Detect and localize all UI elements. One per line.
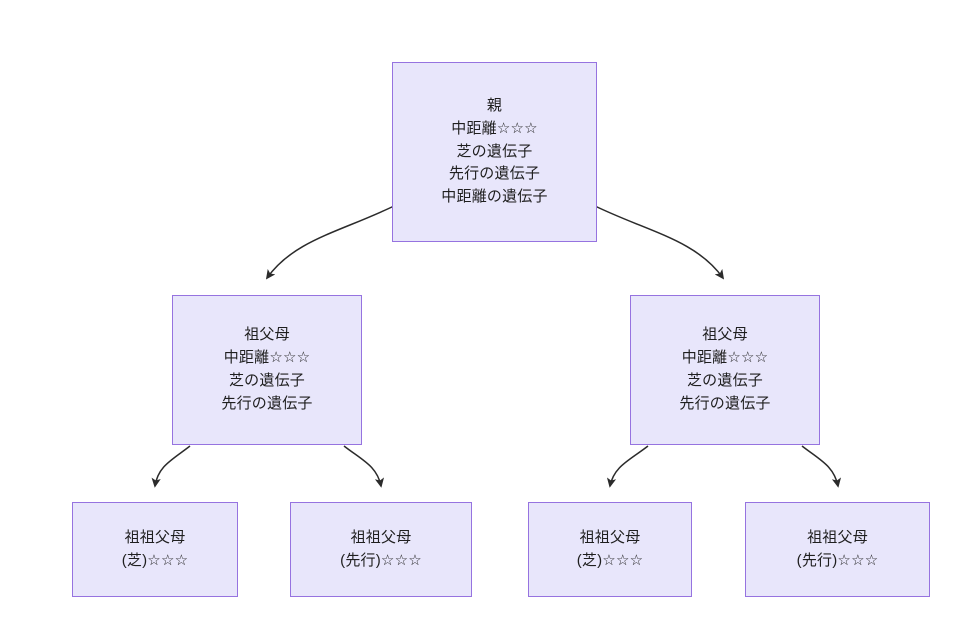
node-grandparent-right-line-4: 先行の遺伝子 [679,394,771,412]
node-great-grandparent-3-line-1: 祖祖父母 [579,528,641,546]
node-great-grandparent-1-line-1: 祖祖父母 [124,528,186,546]
edge-gp-left-to-ggp-2 [343,445,385,488]
node-great-grandparent-3-line-2: (芝)☆☆☆ [576,551,644,569]
node-parent-line-4: 先行の遺伝子 [448,165,541,183]
node-parent-line-3: 芝の遺伝子 [456,142,533,160]
node-great-grandparent-2-line-2: (先行)☆☆☆ [340,551,422,569]
node-grandparent-left-line-1: 祖父母 [244,326,290,344]
edge-gp-left-to-ggp-1 [151,445,191,488]
node-great-grandparent-4-line-2: (先行)☆☆☆ [796,551,879,569]
node-parent-line-1: 親 [486,97,503,114]
node-great-grandparent-3[interactable]: 祖祖父母 (芝)☆☆☆ [528,502,692,597]
edge-parent-to-gp-right [594,205,725,280]
node-grandparent-right-line-3: 芝の遺伝子 [686,372,763,389]
node-grandparent-left-line-3: 芝の遺伝子 [228,372,305,389]
node-great-grandparent-1-line-2: (芝)☆☆☆ [121,551,189,569]
node-grandparent-right-line-1: 祖父母 [702,326,748,344]
node-parent[interactable]: 親 中距離☆☆☆ 芝の遺伝子 先行の遺伝子 中距離の遺伝子 [392,62,597,242]
node-great-grandparent-4[interactable]: 祖祖父母 (先行)☆☆☆ [745,502,930,597]
edge-gp-right-to-ggp-3 [606,445,649,488]
node-parent-line-5: 中距離の遺伝子 [441,188,548,206]
node-grandparent-right[interactable]: 祖父母 中距離☆☆☆ 芝の遺伝子 先行の遺伝子 [630,295,820,445]
node-great-grandparent-4-line-1: 祖祖父母 [807,528,868,546]
node-grandparent-left[interactable]: 祖父母 中距離☆☆☆ 芝の遺伝子 先行の遺伝子 [172,295,362,445]
node-parent-line-2: 中距離☆☆☆ [451,119,538,137]
node-great-grandparent-1[interactable]: 祖祖父母 (芝)☆☆☆ [72,502,238,597]
node-grandparent-left-line-2: 中距離☆☆☆ [223,349,311,367]
node-great-grandparent-2-line-1: 祖祖父母 [350,528,412,546]
node-grandparent-right-line-2: 中距離☆☆☆ [681,349,769,367]
node-great-grandparent-2[interactable]: 祖祖父母 (先行)☆☆☆ [290,502,472,597]
edge-gp-right-to-ggp-4 [801,445,842,488]
node-grandparent-left-line-4: 先行の遺伝子 [221,394,313,412]
edge-parent-to-gp-left [265,205,395,280]
